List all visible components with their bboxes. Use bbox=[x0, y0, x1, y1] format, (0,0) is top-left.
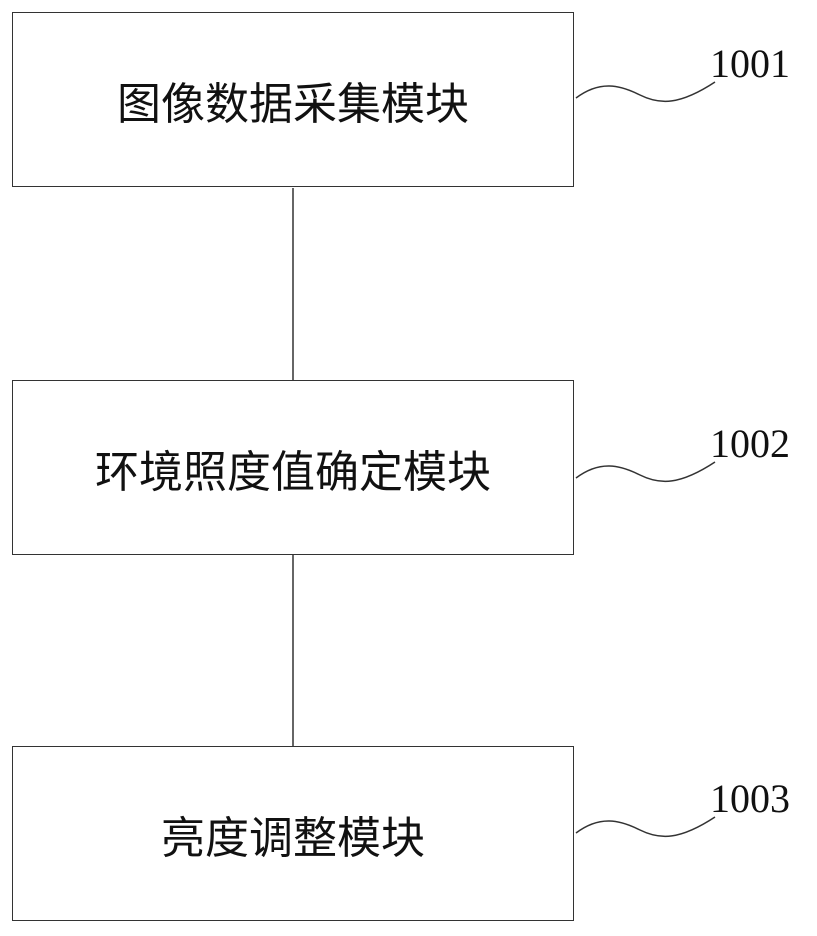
module-label: 环境照度值确定模块 bbox=[95, 446, 491, 498]
reference-number: 1002 bbox=[710, 421, 790, 466]
module-box: 环境照度值确定模块 bbox=[12, 380, 574, 555]
leader-line bbox=[575, 81, 716, 103]
reference-number: 1003 bbox=[710, 776, 790, 821]
reference-number: 1001 bbox=[710, 41, 790, 86]
module-box: 亮度调整模块 bbox=[12, 746, 574, 921]
leader-line bbox=[575, 816, 716, 838]
module-box: 图像数据采集模块 bbox=[12, 12, 574, 187]
module-label: 亮度调整模块 bbox=[161, 812, 425, 864]
module-label: 图像数据采集模块 bbox=[117, 78, 469, 130]
leader-line bbox=[575, 461, 716, 483]
